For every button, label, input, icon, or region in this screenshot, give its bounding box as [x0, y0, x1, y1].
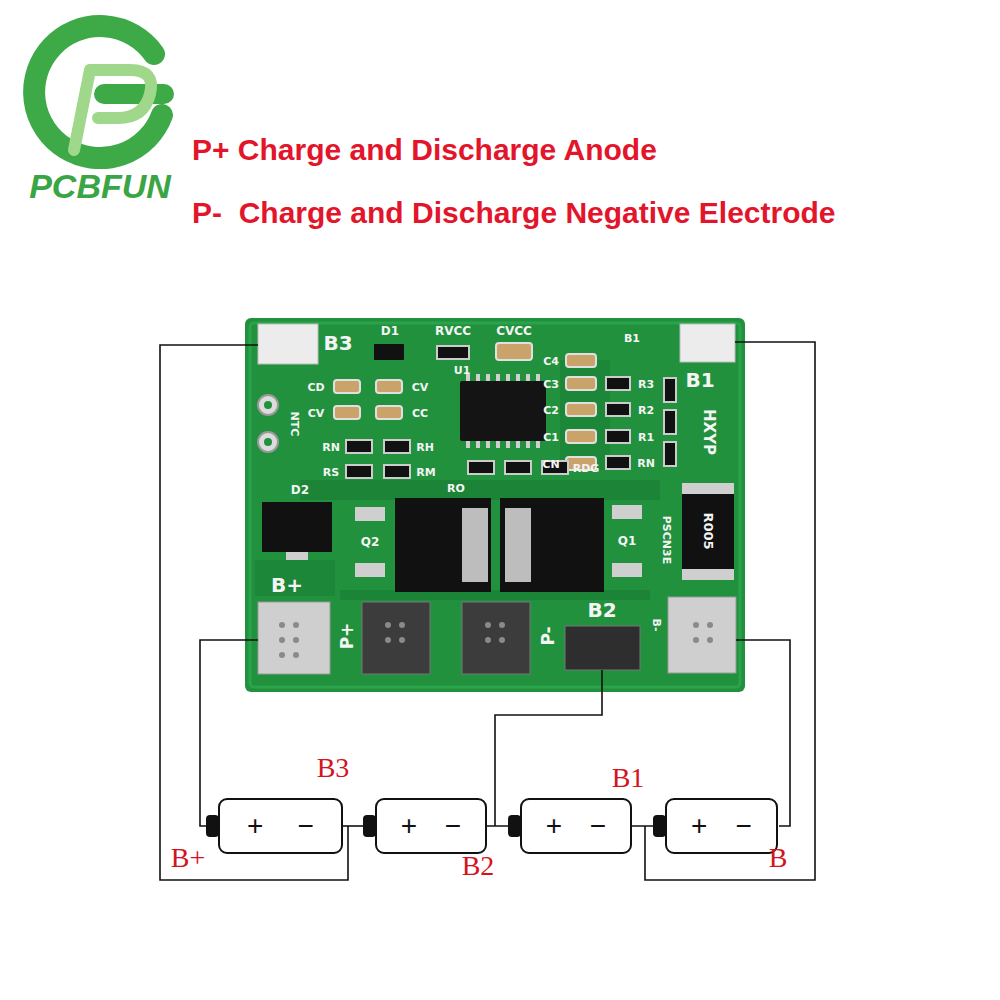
terminal-label: B1	[612, 764, 645, 792]
pad	[668, 597, 736, 673]
part-label: Q2	[361, 536, 380, 548]
battery-cell: +−	[218, 798, 343, 854]
battery-cell: +−	[665, 798, 778, 854]
polarity-plus: +	[401, 812, 417, 840]
part-label: C3	[543, 379, 559, 390]
wires	[160, 342, 815, 880]
part-label: RVCC	[435, 325, 471, 337]
pad	[462, 602, 530, 674]
part-label: U1	[454, 365, 471, 376]
wire	[160, 345, 348, 880]
polarity-minus: −	[590, 812, 606, 840]
ic-chip	[460, 374, 546, 448]
part-label: CN	[542, 459, 559, 470]
capacitor-column	[566, 354, 596, 470]
trace	[255, 560, 335, 596]
part-label: RO	[447, 483, 465, 494]
board	[245, 318, 745, 692]
sense-resistor	[682, 483, 734, 580]
pad	[258, 324, 318, 364]
pcb-board	[245, 318, 745, 692]
logo-icon	[34, 26, 164, 158]
resistor-column	[606, 377, 630, 469]
ntc-hole	[264, 401, 272, 409]
pad	[362, 602, 430, 674]
polarity-plus: +	[691, 812, 707, 840]
vias	[279, 622, 713, 658]
pad-label: P-	[540, 626, 557, 645]
brand-name: PCBFUN	[29, 169, 171, 203]
resistor-column	[664, 378, 676, 466]
part-label: C4	[543, 356, 559, 367]
part-label: CV	[308, 408, 325, 419]
pad-label: B-	[651, 619, 662, 632]
part-label: C2	[543, 405, 559, 416]
capacitor-group	[334, 380, 402, 419]
terminal-label: B	[769, 844, 788, 872]
part-label: CVCC	[496, 325, 532, 337]
wire	[645, 342, 815, 880]
pad-label: B1	[685, 370, 714, 390]
part-label: RDG	[573, 463, 600, 474]
pad	[680, 324, 735, 362]
board-marking: HXYP	[701, 409, 716, 455]
part-label: RH	[416, 442, 434, 453]
pad	[258, 602, 330, 674]
part-label: R1	[638, 432, 654, 443]
battery-cell: +−	[520, 798, 632, 854]
part-label: D1	[381, 325, 399, 337]
board-marking: PSCN3E	[661, 516, 672, 564]
part-label: C1	[543, 432, 559, 443]
part-label: D2	[291, 484, 309, 496]
pad	[565, 626, 640, 670]
legend-note: P- Charge and Discharge Negative Electro…	[192, 198, 836, 228]
capacitor	[496, 343, 532, 360]
legend-note: P+ Charge and Discharge Anode	[192, 135, 657, 165]
polarity-plus: +	[247, 812, 263, 840]
connector-label: NTC	[289, 412, 300, 437]
part-label: R2	[638, 405, 654, 416]
part-label: Q1	[618, 535, 637, 547]
diode-tab	[286, 552, 308, 560]
part-label: RN	[637, 458, 655, 469]
ntc-hole	[264, 438, 272, 446]
terminal-label: B3	[317, 754, 350, 782]
ntc-hole	[258, 432, 278, 452]
pad-label: B3	[323, 333, 352, 353]
diode	[262, 502, 332, 552]
logo-p	[74, 70, 151, 150]
resistor-value: R005	[702, 512, 715, 549]
board-edge	[250, 323, 740, 687]
terminal-label: B+	[171, 844, 205, 872]
part-label: RN	[322, 442, 340, 453]
pad-label: P+	[339, 623, 356, 650]
pad-label: B+	[271, 575, 303, 595]
diode	[374, 344, 404, 360]
resistor	[437, 346, 469, 359]
part-label: CD	[307, 382, 324, 393]
part-label: RM	[416, 467, 435, 478]
part-label: R3	[638, 379, 654, 390]
ic-body	[460, 381, 546, 441]
resistor-group	[346, 440, 568, 478]
ntc-hole	[258, 395, 278, 415]
terminal-label: B2	[462, 852, 495, 880]
part-label: RS	[323, 467, 339, 478]
polarity-minus: −	[298, 812, 314, 840]
trace	[300, 480, 660, 500]
polarity-minus: −	[736, 812, 752, 840]
mosfet	[500, 498, 642, 592]
polarity-minus: −	[445, 812, 461, 840]
trace	[560, 360, 610, 470]
part-label: B1	[624, 333, 640, 344]
part-label: CC	[412, 408, 428, 419]
battery-cell: +−	[375, 798, 487, 854]
mosfet	[355, 498, 491, 592]
pad-label: B2	[587, 600, 616, 620]
polarity-plus: +	[546, 812, 562, 840]
part-label: CV	[412, 382, 429, 393]
